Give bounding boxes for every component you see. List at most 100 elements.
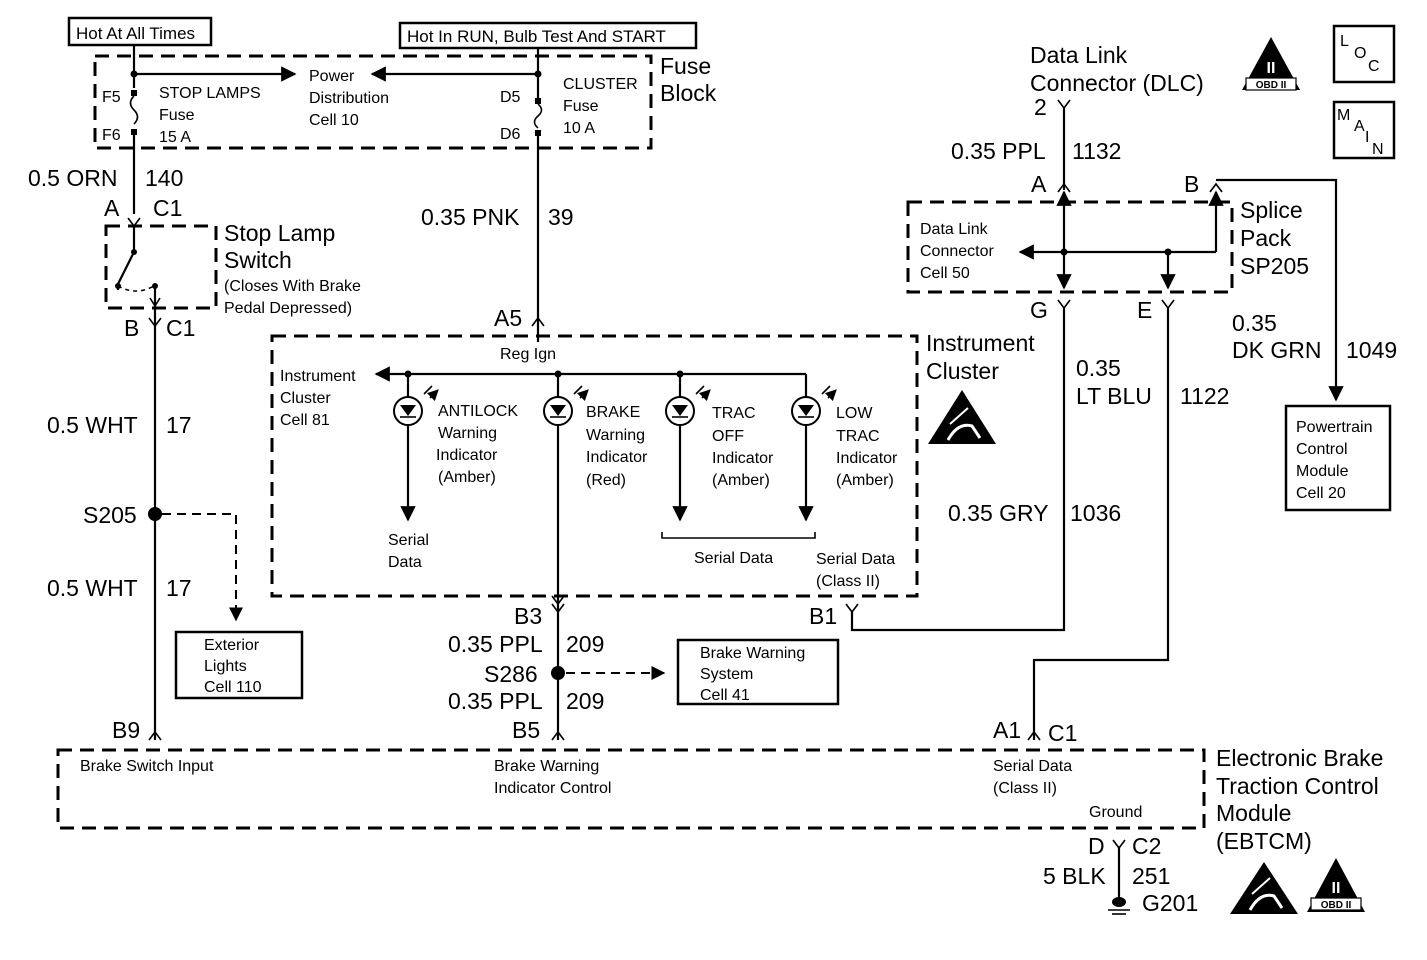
svg-text:II: II [1332,880,1341,897]
fuse-block: Fuse Block F5 F6 STOP LAMPS Fuse 15 A Po… [93,53,717,150]
svg-text:C1: C1 [153,195,182,221]
svg-text:251: 251 [1132,863,1170,889]
svg-text:Hot At All Times: Hot At All Times [76,24,195,43]
svg-text:OBD II: OBD II [1256,80,1287,91]
splice-s205 [148,507,162,521]
svg-text:OFF: OFF [712,428,744,445]
svg-text:Pedal Depressed): Pedal Depressed) [224,300,352,317]
svg-text:Control: Control [1296,441,1348,458]
svg-text:Data: Data [388,554,422,571]
dlc-title: Data Link [1030,42,1128,68]
svg-text:209: 209 [566,688,604,714]
svg-text:System: System [700,666,753,683]
svg-text:Module: Module [1296,463,1349,480]
svg-text:Switch: Switch [224,247,292,273]
svg-text:0.5 WHT: 0.5 WHT [47,575,138,601]
svg-text:Indicator Control: Indicator Control [494,780,611,797]
main-button[interactable]: M A I N [1332,100,1396,160]
stop-lamp-switch: A C1 Stop Lamp Switch (Closes With Brake… [104,195,361,341]
svg-text:Exterior: Exterior [204,637,260,654]
svg-text:Cell 20: Cell 20 [1296,485,1346,502]
svg-text:Fuse: Fuse [159,107,195,124]
svg-text:O: O [1354,45,1366,62]
svg-text:Indicator: Indicator [436,447,498,464]
svg-text:Traction Control: Traction Control [1216,773,1379,799]
svg-text:G201: G201 [1142,890,1198,916]
svg-text:1132: 1132 [1072,138,1121,164]
svg-text:2: 2 [1034,94,1047,120]
svg-text:ANTILOCK: ANTILOCK [438,403,518,420]
svg-text:LOW: LOW [836,405,873,422]
svg-text:D5: D5 [500,89,521,106]
loc-button[interactable]: L O C [1332,24,1396,84]
brake-indicator-led: BRAKE Warning Indicator (Red) [543,386,648,489]
splice-pack-sp205: A B Splice Pack SP205 Data Link Connecto… [906,171,1309,323]
svg-text:SP205: SP205 [1240,253,1309,279]
svg-text:F6: F6 [102,127,121,144]
svg-text:F5: F5 [102,89,121,106]
svg-text:0.35 PPL: 0.35 PPL [448,688,543,714]
svg-text:TRAC: TRAC [836,428,880,445]
svg-text:17: 17 [166,575,192,601]
svg-text:Ground: Ground [1089,804,1142,821]
svg-text:Hot In RUN, Bulb Test And STAR: Hot In RUN, Bulb Test And START [407,27,666,46]
svg-text:C2: C2 [1132,833,1161,859]
exterior-lights-box: Exterior Lights Cell 110 [174,630,304,700]
svg-text:II: II [1267,60,1276,77]
svg-text:Reg Ign: Reg Ign [500,346,556,363]
svg-text:Warning: Warning [438,425,497,442]
svg-text:140: 140 [145,165,183,191]
ebtcm-module: B9 B5 A1 C1 Electronic Brake Traction Co… [56,717,1383,859]
svg-text:Cell 110: Cell 110 [204,679,262,696]
brake-warning-system-box: Brake Warning System Cell 41 [676,638,840,706]
svg-text:Data Link: Data Link [920,221,989,238]
hot-at-all-times-label: Hot At All Times [67,16,213,47]
obd-ii-icon: OBD II II [1307,858,1365,912]
svg-text:Cell 41: Cell 41 [700,687,750,704]
cluster-fuse: CLUSTER [563,76,638,93]
svg-text:0.35: 0.35 [1076,355,1121,381]
splice-s286 [551,666,565,680]
splice-pack-title: Splice [1240,197,1303,223]
svg-text:S205: S205 [83,502,137,528]
svg-text:0.35: 0.35 [1232,310,1277,336]
svg-text:DK GRN: DK GRN [1232,337,1321,363]
svg-text:Connector (DLC): Connector (DLC) [1030,70,1204,96]
wire-1036 [850,308,1066,632]
svg-text:10 A: 10 A [563,120,595,137]
stop-lamps-fuse: STOP LAMPS [159,85,261,102]
svg-text:5 BLK: 5 BLK [1043,863,1106,889]
svg-text:S286: S286 [484,661,538,687]
svg-text:Brake Warning: Brake Warning [700,645,805,662]
svg-text:Indicator: Indicator [586,449,648,466]
svg-text:39: 39 [548,204,574,230]
svg-text:(EBTCM): (EBTCM) [1216,828,1312,854]
svg-text:D6: D6 [500,126,521,143]
svg-text:Serial Data: Serial Data [993,758,1072,775]
wire-1049 [1216,178,1344,402]
svg-text:N: N [1372,141,1384,158]
svg-text:0.35 PPL: 0.35 PPL [448,631,543,657]
svg-text:(Class II): (Class II) [993,780,1057,797]
esd-warning-icon [1230,862,1298,914]
svg-text:Brake Switch Input: Brake Switch Input [80,758,214,775]
svg-text:0.35 PNK: 0.35 PNK [421,204,520,230]
svg-text:B1: B1 [809,603,837,629]
svg-text:B3: B3 [514,603,542,629]
svg-text:B: B [124,315,139,341]
hot-in-run-label: Hot In RUN, Bulb Test And START [398,21,698,50]
svg-text:Distribution: Distribution [309,90,389,107]
svg-text:Brake Warning: Brake Warning [494,758,599,775]
svg-text:L: L [1340,33,1349,50]
svg-text:Instrument: Instrument [280,368,356,385]
svg-text:209: 209 [566,631,604,657]
svg-text:G: G [1030,297,1048,323]
svg-text:B5: B5 [512,717,540,743]
ebtcm-title: Electronic Brake [1216,745,1383,771]
svg-text:(Amber): (Amber) [836,472,894,489]
svg-text:0.5 WHT: 0.5 WHT [47,412,138,438]
svg-text:1049: 1049 [1346,337,1397,363]
svg-text:15 A: 15 A [159,129,191,146]
svg-text:B9: B9 [112,717,140,743]
wire-1122 [1032,308,1170,740]
